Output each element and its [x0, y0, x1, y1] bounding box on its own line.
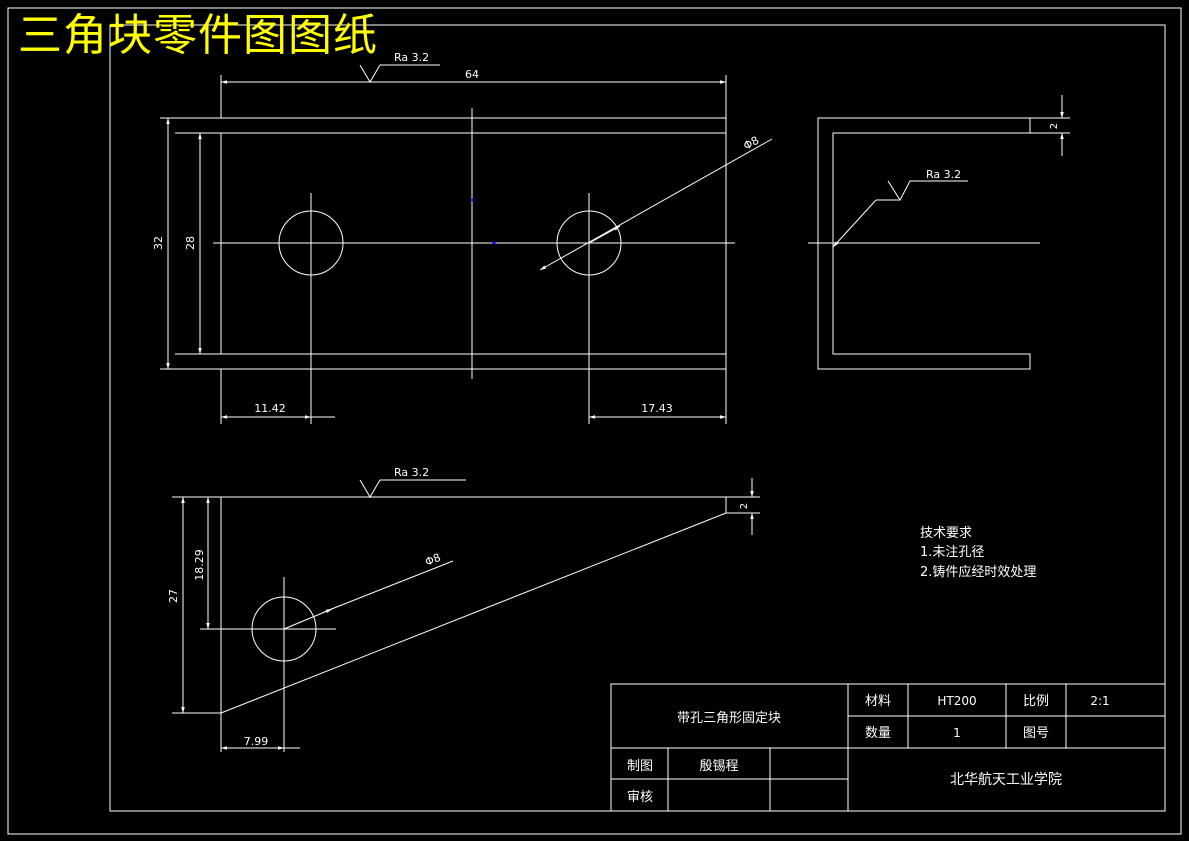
front-dim-left-offset: 11.42 — [254, 402, 286, 415]
title-block-lines — [610, 683, 1166, 812]
top-roughness-label: Ra 3.2 — [394, 466, 429, 479]
tb-part-name: 带孔三角形固定块 — [677, 711, 781, 726]
tech-req-item-1: 1.未注孔径 — [920, 545, 984, 560]
outer-border — [7, 7, 1182, 835]
front-dim-height-inner: 28 — [184, 236, 197, 250]
tb-scale-value: 2:1 — [1090, 694, 1109, 708]
tb-drawn-value: 殷锡程 — [699, 759, 738, 774]
sheet-title: 三角块零件图图纸 — [18, 10, 378, 61]
tech-req-item-2: 2.铸件应经时效处理 — [920, 564, 1036, 580]
tb-quantity-label: 数量 — [865, 726, 891, 741]
tb-review-label: 审核 — [627, 790, 653, 805]
front-view — [160, 64, 773, 424]
tb-school: 北华航天工业学院 — [950, 772, 1062, 788]
tb-drawn-label: 制图 — [627, 759, 653, 774]
tb-quantity-value: 1 — [953, 726, 961, 740]
tech-req-heading: 技术要求 — [920, 526, 972, 541]
top-view — [172, 478, 760, 752]
front-dim-width: 64 — [465, 68, 479, 81]
inner-border — [109, 24, 1166, 812]
top-dim-hole-offset: 7.99 — [244, 735, 269, 748]
tb-drawing-no-label: 图号 — [1023, 726, 1049, 741]
side-roughness-label: Ra 3.2 — [926, 168, 961, 181]
front-dim-height-outer: 32 — [152, 236, 165, 250]
tb-material-value: HT200 — [937, 694, 976, 708]
front-dim-right-offset: 17.43 — [641, 402, 673, 415]
top-hole-dia: Φ8 — [423, 551, 442, 569]
tb-scale-label: 比例 — [1023, 694, 1049, 709]
side-view — [808, 95, 1070, 370]
side-dim-thickness: 2 — [1049, 123, 1060, 129]
top-dim-height: 27 — [167, 589, 180, 603]
top-dim-hole-height: 18.29 — [193, 549, 206, 581]
tb-material-label: 材料 — [865, 694, 891, 709]
front-roughness-label: Ra 3.2 — [394, 51, 429, 64]
top-dim-thickness: 2 — [739, 503, 750, 509]
front-hole-dia: Φ8 — [741, 134, 761, 153]
